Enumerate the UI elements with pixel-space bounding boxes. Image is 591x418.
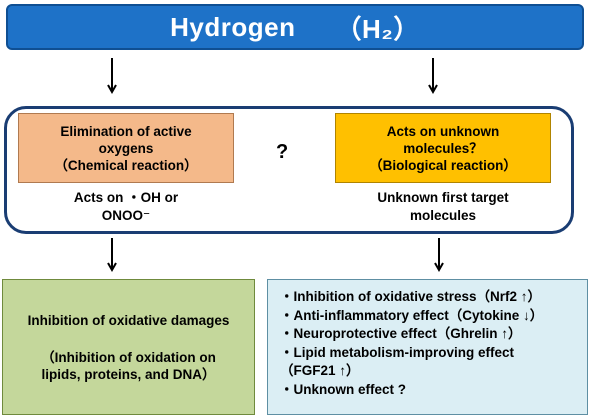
effect-item: ・Neuroprotective effect（Ghrelin ↑） [280,326,522,341]
chemical-target-line2: ONOO⁻ [101,208,151,223]
title-formula: （H₂） [335,13,420,44]
effect-item: ・Inhibition of oxidative stress（Nrf2 ↑） [280,289,542,304]
chemical-line1: Elimination of active [60,123,192,139]
biological-line3: （Biological reaction） [369,157,517,173]
left-result-title: Inhibition of oxidative damages [27,312,230,328]
left-result-sub-line2: lipids, proteins, and DNA） [41,366,216,382]
biological-target-line2: molecules [409,208,477,223]
effect-item: ・Lipid metabolism-improving effect [280,344,515,360]
biological-line2: molecules？ [403,140,483,156]
title-text: Hydrogen [170,11,296,42]
effect-item: ・Anti-inflammatory effect（Cytokine ↓） [280,307,544,323]
chemical-target-line1: Acts on ・OH or [73,190,179,205]
biological-line1: Acts on unknown [386,123,500,139]
left-result-sub-line1: （Inhibition of oxidation on [41,349,216,365]
biological-target-line1: Unknown first target [377,190,509,205]
oxidative-damage-box: Inhibition of oxidative damages （Inhibit… [2,279,255,415]
effect-item: （FGF21 ↑） [280,363,360,378]
effect-item: ・Unknown effect ? [280,381,407,397]
chemical-line2: oxygens [98,140,154,156]
hydrogen-title-box: Hydrogen （H₂） [6,4,584,50]
question-mark: ? [276,141,289,163]
chemical-target-caption: Acts on ・OH or ONOO⁻ [18,189,234,225]
biological-reaction-box: Acts on unknown molecules？ （Biological r… [335,113,551,183]
biological-target-caption: Unknown first target molecules [332,189,554,225]
biological-effects-box: ・Inhibition of oxidative stress（Nrf2 ↑） … [267,279,588,415]
chemical-reaction-box: Elimination of active oxygens （Chemical … [18,113,234,183]
chemical-line3: （Chemical reaction） [54,157,198,173]
